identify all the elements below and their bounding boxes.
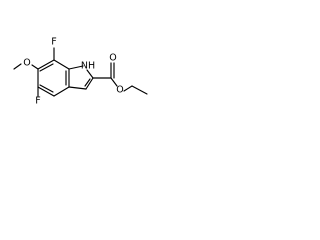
bond-carbonyl-ester-o <box>110 77 118 87</box>
atom-label-layer: F F O NH O O <box>23 37 123 107</box>
bond-c2-c3 <box>85 77 94 90</box>
bond-c6-c7-inner <box>39 63 54 72</box>
bond-ester-o-ch2 <box>123 85 133 92</box>
atom-label-o-methoxy: O <box>23 58 30 69</box>
bond-c7a-n1 <box>68 65 84 70</box>
bond-ch2-ch3 <box>131 85 148 95</box>
bond-c4-c5 <box>37 86 55 97</box>
atom-label-f-top: F <box>51 37 56 48</box>
structure-diagram: F F O NH O O <box>13 37 148 107</box>
bond-c7-c7a <box>53 59 70 70</box>
bond-n1-c2 <box>86 69 94 79</box>
bond-layer <box>13 47 148 97</box>
atom-label-o-ester: O <box>116 85 123 96</box>
atom-label-o-carbonyl: O <box>109 53 116 64</box>
bond-c6-o <box>31 64 39 70</box>
bond-c3-c3a <box>68 86 87 90</box>
bond-o-methyl <box>13 63 22 70</box>
bond-c6-c7 <box>37 59 55 70</box>
atom-label-f-bottom: F <box>35 96 40 107</box>
bond-c4-c5-inner <box>39 84 54 93</box>
bond-c2-c3-inner <box>84 78 91 87</box>
atom-label-nh: NH <box>81 61 95 72</box>
bond-c3a-c4 <box>53 86 70 97</box>
